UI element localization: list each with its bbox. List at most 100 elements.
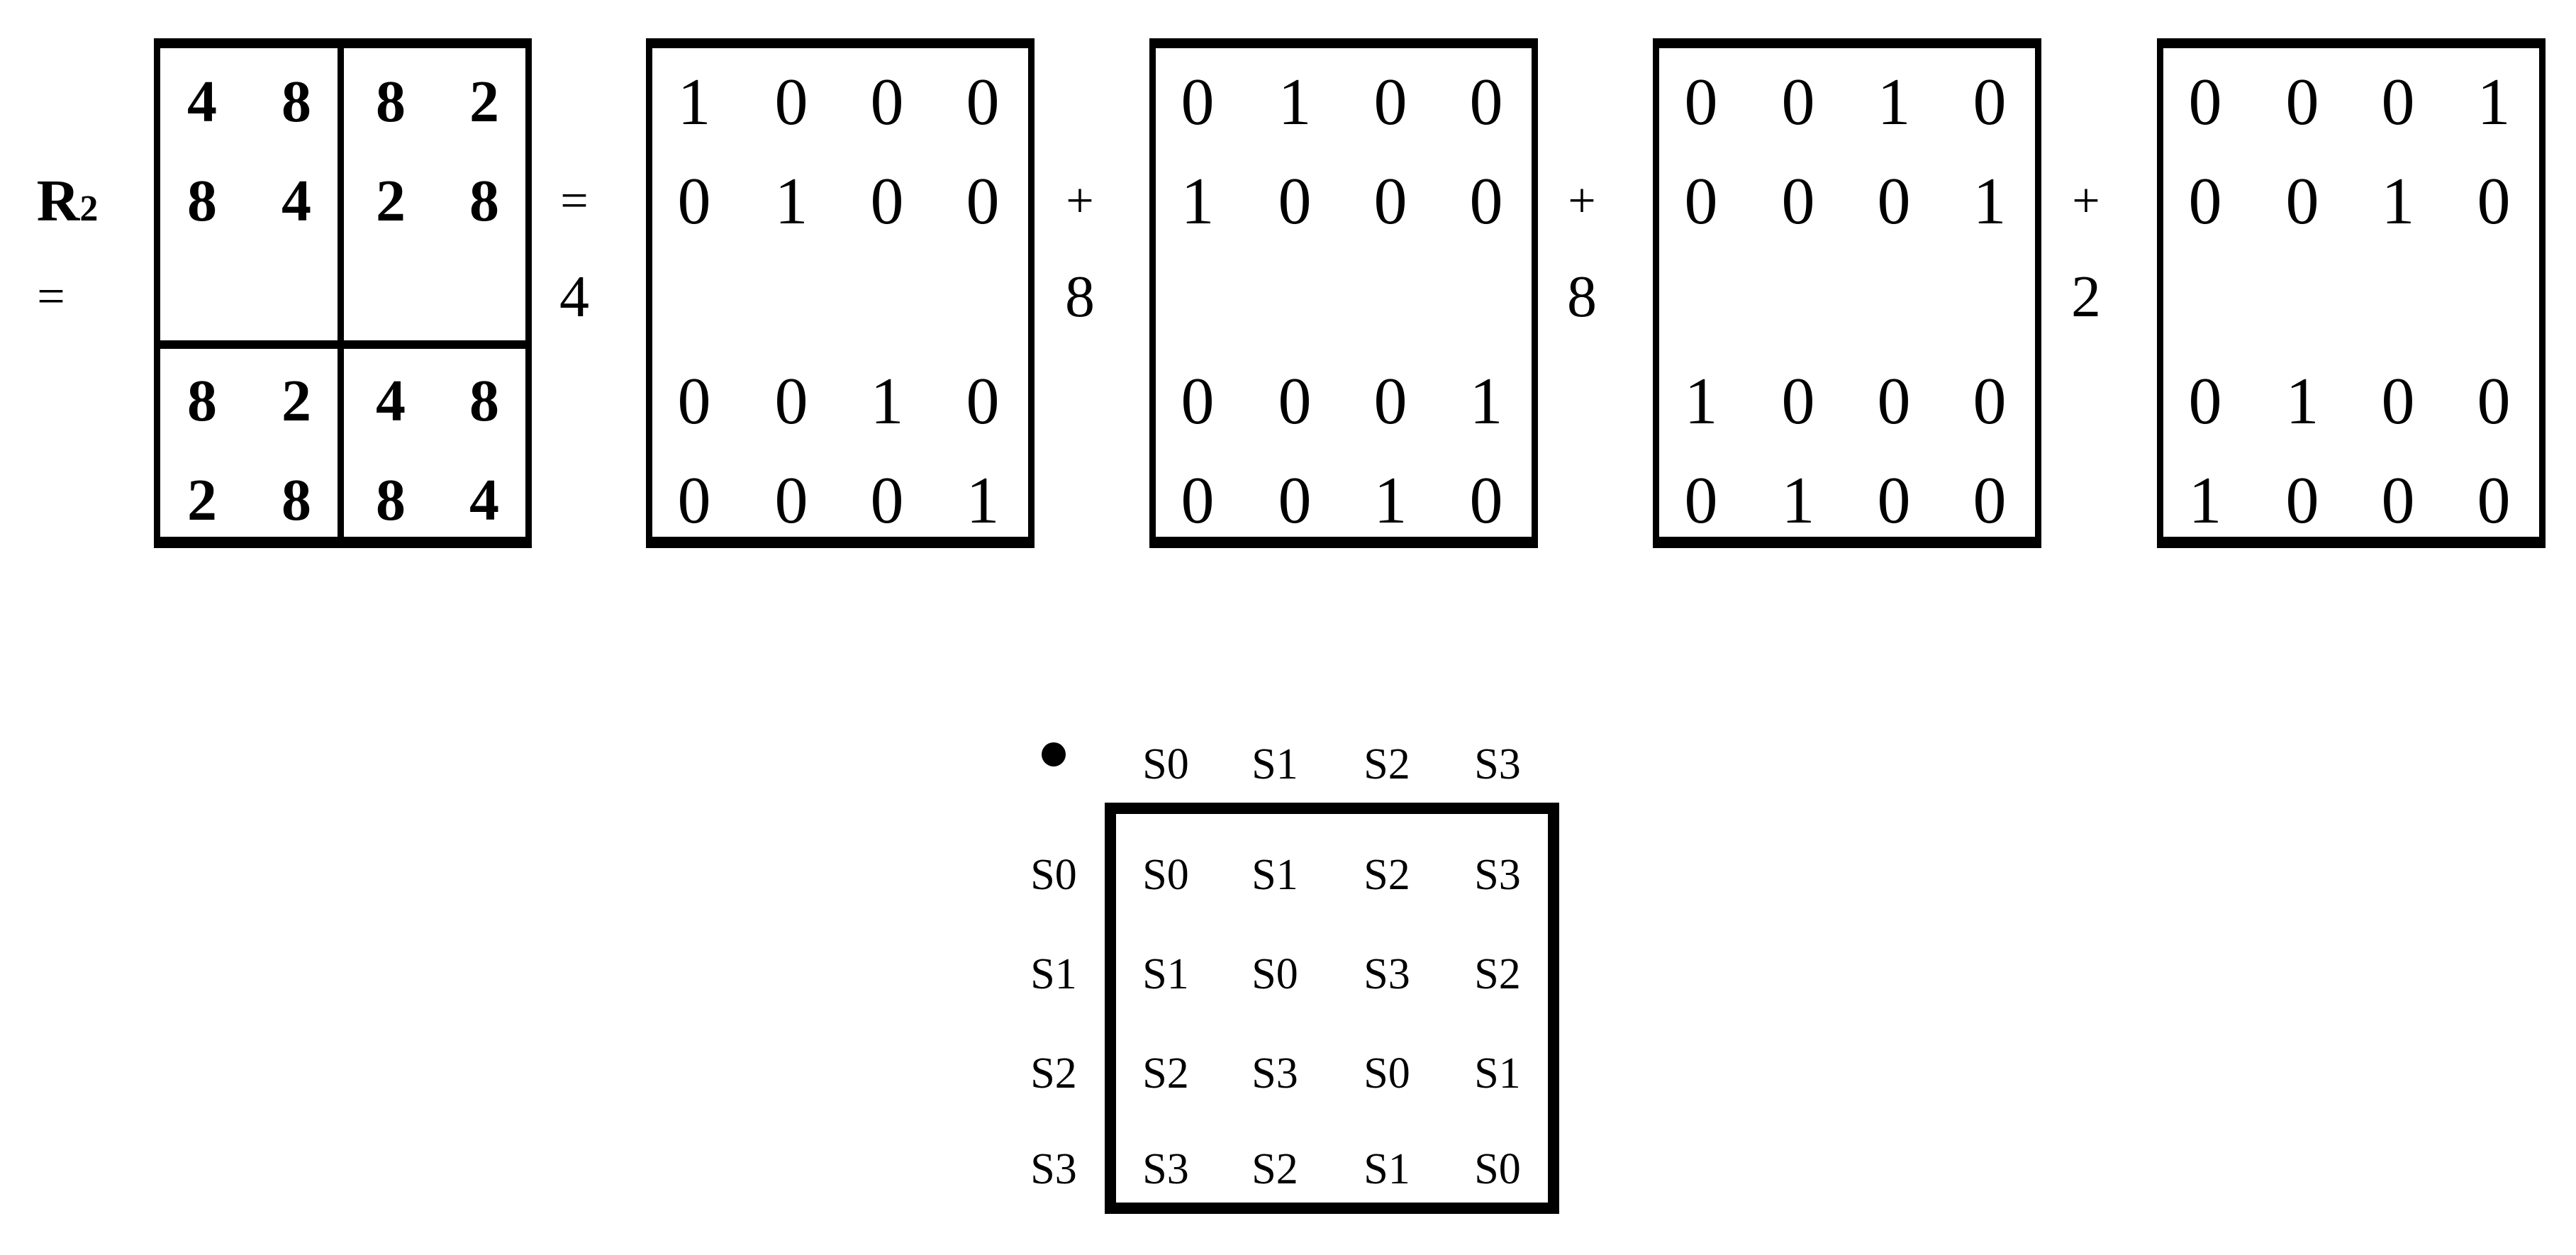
matrix-cell: 1 <box>870 364 904 438</box>
block-matrix-cell: 4 <box>376 368 406 434</box>
matrix-cell: 1 <box>2381 164 2415 238</box>
matrix-cell: 0 <box>870 464 904 537</box>
matrix-cell: 0 <box>677 164 711 238</box>
matrix-cell: 0 <box>774 364 808 438</box>
block-matrix-cell: 8 <box>376 467 406 533</box>
cayley-table-box <box>1105 803 1559 1214</box>
block-matrix-cell: 4 <box>187 69 217 135</box>
cayley-cell: S3 <box>1474 851 1521 899</box>
lhs-equals-sign: = <box>37 269 65 324</box>
block-matrix-cell: 2 <box>281 368 311 434</box>
block-matrix-horizontal-divider <box>154 340 532 349</box>
matrix-cell: 0 <box>2285 164 2319 238</box>
matrix-cell: 1 <box>1373 464 1407 537</box>
cayley-cell: S2 <box>1251 1145 1298 1193</box>
column-header: S1 <box>1251 740 1298 788</box>
block-matrix-cell: 2 <box>469 69 499 135</box>
row-header: S3 <box>1030 1145 1077 1193</box>
lhs-subscript: 2 <box>79 189 99 229</box>
block-matrix-cell: 2 <box>187 467 217 533</box>
matrix-cell: 0 <box>1469 464 1503 537</box>
lhs-letter: R <box>36 168 80 234</box>
matrix-cell: 0 <box>1684 65 1718 139</box>
block-matrix-cell: 4 <box>469 467 499 533</box>
cayley-cell: S1 <box>1251 851 1298 899</box>
matrix-cell: 0 <box>1373 65 1407 139</box>
matrix-cell: 1 <box>774 164 808 238</box>
cayley-cell: S0 <box>1251 950 1298 998</box>
row-header: S1 <box>1030 950 1077 998</box>
matrix-cell: 0 <box>774 464 808 537</box>
coefficient: 4 <box>559 264 589 330</box>
matrix-cell: 0 <box>2381 65 2415 139</box>
cayley-cell: S2 <box>1142 1049 1189 1098</box>
matrix-cell: 0 <box>1278 464 1312 537</box>
coefficient: 2 <box>2071 264 2101 330</box>
matrix-cell: 0 <box>1181 364 1215 438</box>
matrix-cell: 0 <box>774 65 808 139</box>
equals-sign: = <box>560 174 589 228</box>
cayley-cell: S1 <box>1474 1049 1521 1098</box>
cayley-cell: S3 <box>1251 1049 1298 1098</box>
block-matrix-cell: 8 <box>187 368 217 434</box>
matrix-cell: 1 <box>1469 364 1503 438</box>
cayley-cell: S0 <box>1142 851 1189 899</box>
plus-operator: + <box>1568 174 1596 228</box>
cayley-cell: S3 <box>1364 950 1410 998</box>
permutation-matrix-box <box>2157 38 2546 548</box>
matrix-cell: 0 <box>677 364 711 438</box>
column-header: S3 <box>1474 740 1521 788</box>
block-matrix-cell: 8 <box>281 69 311 135</box>
matrix-cell: 0 <box>1973 65 2007 139</box>
matrix-cell: 1 <box>966 464 1000 537</box>
matrix-cell: 0 <box>966 164 1000 238</box>
permutation-matrix-box <box>1149 38 1538 548</box>
operation-bullet-icon <box>1042 742 1066 766</box>
coefficient: 8 <box>1065 264 1095 330</box>
coefficient: 8 <box>1567 264 1597 330</box>
row-header: S2 <box>1030 1049 1077 1098</box>
matrix-cell: 0 <box>1469 164 1503 238</box>
matrix-cell: 0 <box>1469 65 1503 139</box>
matrix-cell: 0 <box>677 464 711 537</box>
cayley-cell: S0 <box>1364 1049 1410 1098</box>
column-header: S2 <box>1364 740 1410 788</box>
matrix-cell: 0 <box>1278 364 1312 438</box>
cayley-cell: S2 <box>1474 950 1521 998</box>
matrix-cell: 0 <box>1278 164 1312 238</box>
matrix-cell: 1 <box>2285 364 2319 438</box>
matrix-cell: 0 <box>1684 164 1718 238</box>
permutation-matrix-box <box>646 38 1035 548</box>
plus-operator: + <box>1066 174 1094 228</box>
matrix-cell: 1 <box>1684 364 1718 438</box>
column-header: S0 <box>1142 740 1189 788</box>
cayley-cell: S3 <box>1142 1145 1189 1193</box>
block-matrix-cell: 2 <box>376 168 406 234</box>
matrix-cell: 0 <box>1781 364 1815 438</box>
matrix-cell: 1 <box>2188 464 2222 537</box>
matrix-cell: 1 <box>1877 65 1911 139</box>
block-matrix-cell: 8 <box>187 168 217 234</box>
matrix-cell: 1 <box>677 65 711 139</box>
matrix-cell: 1 <box>1973 164 2007 238</box>
block-matrix-cell: 4 <box>281 168 311 234</box>
matrix-cell: 0 <box>1684 464 1718 537</box>
matrix-cell: 0 <box>1373 164 1407 238</box>
matrix-cell: 0 <box>1877 464 1911 537</box>
matrix-cell: 0 <box>2188 164 2222 238</box>
matrix-cell: 0 <box>1973 364 2007 438</box>
cayley-cell: S1 <box>1364 1145 1410 1193</box>
block-matrix-cell: 8 <box>376 69 406 135</box>
matrix-cell: 0 <box>966 65 1000 139</box>
matrix-cell: 0 <box>1181 65 1215 139</box>
matrix-cell: 1 <box>1181 164 1215 238</box>
permutation-matrix-box <box>1653 38 2041 548</box>
matrix-cell: 0 <box>2285 65 2319 139</box>
matrix-cell: 0 <box>1781 164 1815 238</box>
block-matrix-vertical-divider <box>338 38 344 548</box>
lhs-label: R2 <box>37 172 99 231</box>
row-header: S0 <box>1030 851 1077 899</box>
matrix-cell: 0 <box>1781 65 1815 139</box>
cayley-cell: S0 <box>1474 1145 1521 1193</box>
matrix-cell: 0 <box>2381 464 2415 537</box>
